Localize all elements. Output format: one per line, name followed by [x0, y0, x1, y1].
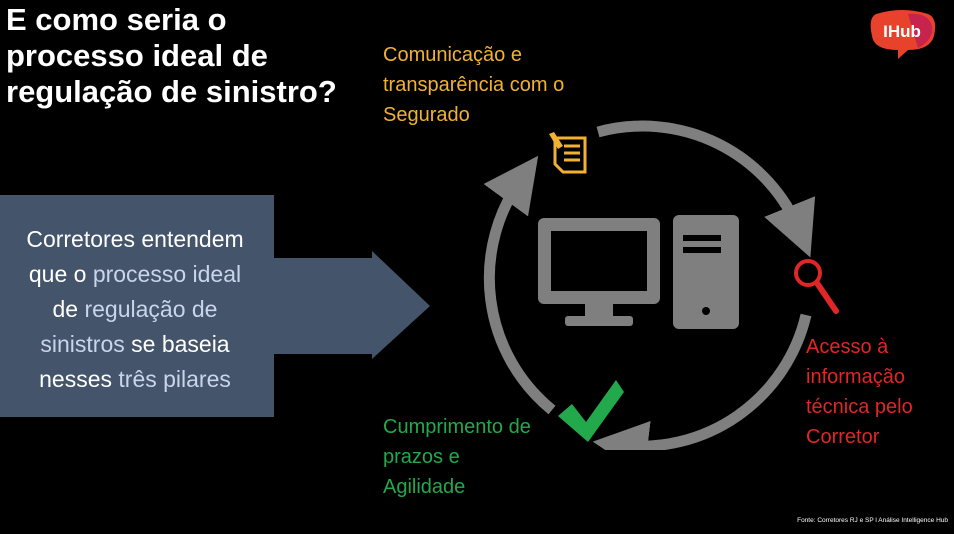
checkmark-icon: [558, 380, 624, 442]
statement-highlight: três pilares: [118, 366, 231, 392]
slide-title: E como seria o processo ideal de regulaç…: [6, 2, 337, 109]
statement-highlight: regulação de: [84, 296, 218, 322]
magnifier-icon: [794, 259, 839, 314]
statement-line: de regulação de: [0, 292, 270, 327]
statement-text: de: [52, 296, 85, 322]
document-pen-icon: [549, 132, 587, 174]
desktop-computer-icon: [538, 215, 739, 329]
statement-line: que o processo ideal: [0, 257, 270, 292]
statement-text: nesses: [39, 366, 119, 392]
statement-highlight: processo ideal: [92, 261, 242, 287]
statement-line: Corretores entendem: [0, 222, 270, 257]
statement-highlight: sinistros: [40, 331, 125, 357]
brokers-arrow: [0, 195, 430, 417]
statement-line: nesses três pilares: [0, 362, 270, 397]
logo-text: IHub: [883, 22, 921, 41]
statement-text: Corretores entendem: [26, 226, 244, 252]
pillar-technical-access: Acesso à informação técnica pelo Correto…: [806, 336, 913, 448]
cycle-arrows: [483, 120, 816, 450]
statement-text: que o: [28, 261, 93, 287]
pillar-communication: Comunicação e transparência com o Segura…: [383, 44, 565, 126]
source-note: Fonte: Corretores RJ e SP l Análise Inte…: [797, 517, 948, 524]
statement-line: sinistros se baseia: [0, 327, 270, 362]
ihub-logo: IHub: [870, 10, 936, 59]
statement-text: se baseia: [124, 331, 230, 357]
pillar-deadlines: Cumprimento de prazos e Agilidade: [383, 416, 531, 498]
